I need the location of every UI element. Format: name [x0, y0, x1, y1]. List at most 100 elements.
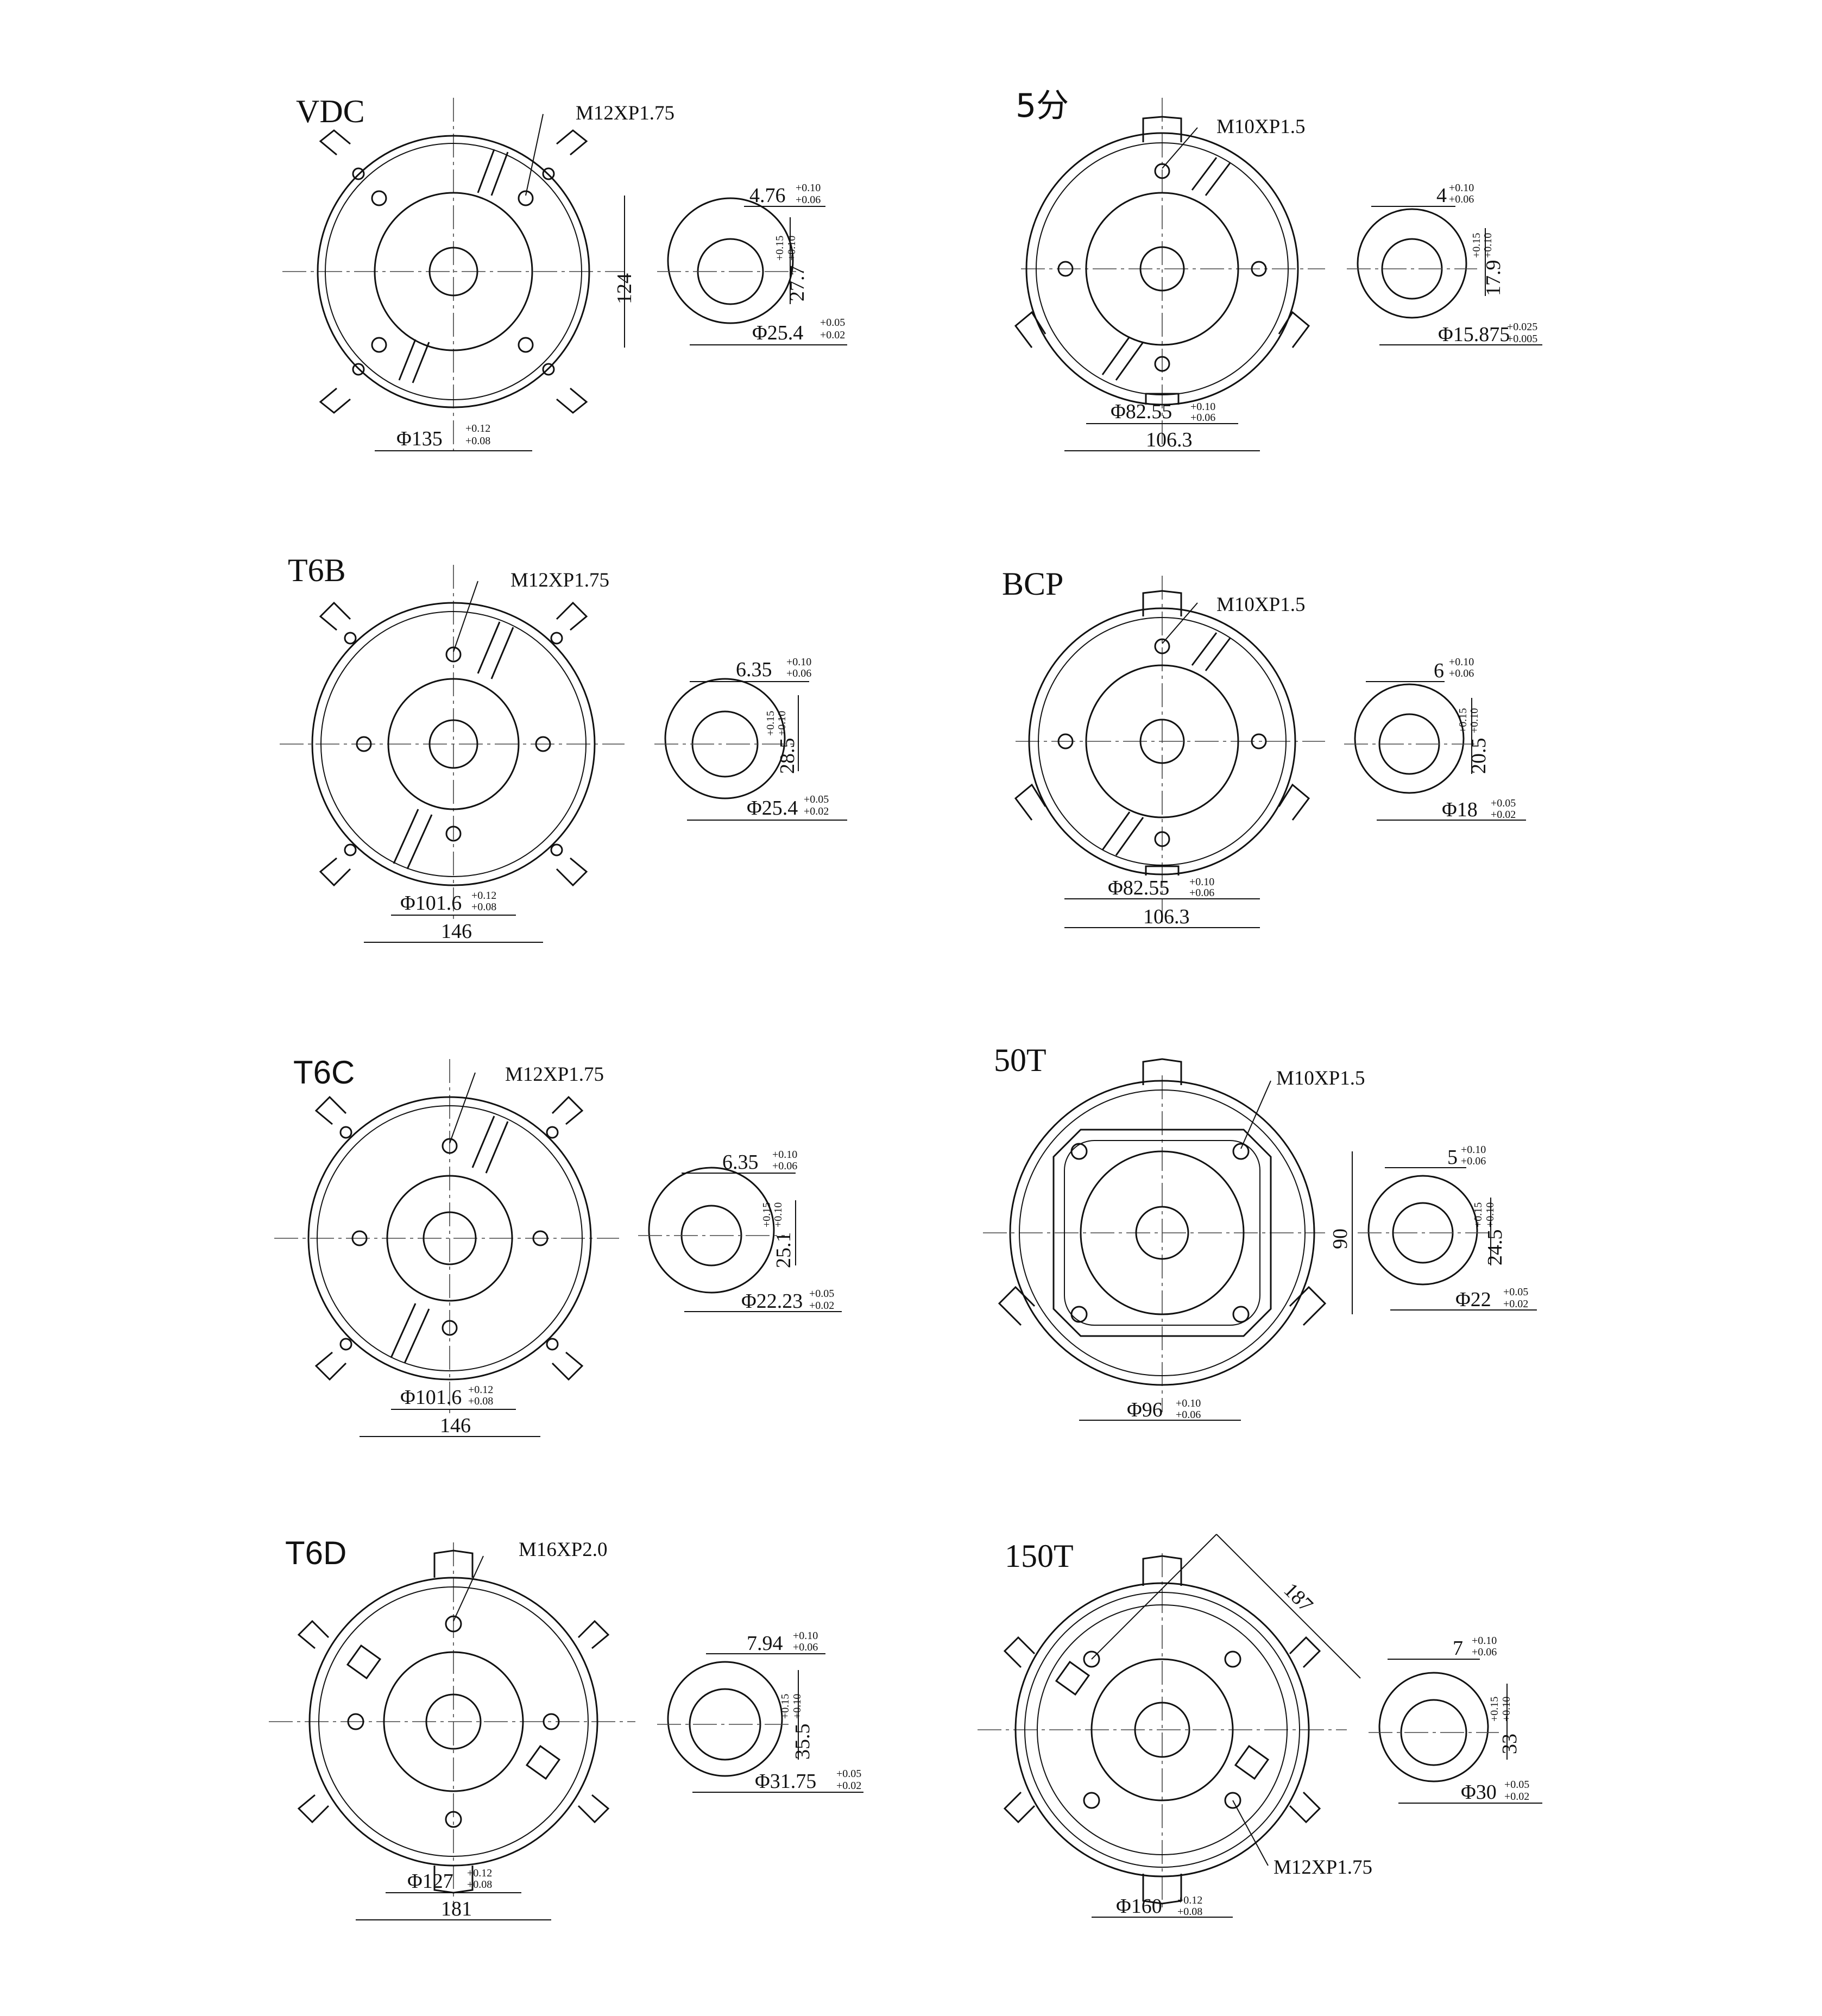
- 150t-key-view: [1369, 1672, 1499, 1782]
- t6d-pilot-tol-lower: +0.08: [467, 1879, 492, 1891]
- t6d-key-width: 7.94: [747, 1632, 783, 1655]
- t6b-key-height: 28.5: [776, 738, 799, 774]
- vdc-key-height-tol-lower: +0.10: [786, 236, 798, 261]
- flange-bcp: BCP M10XP1.5 Φ82.55 +0.10 +0.06 106.3 6 …: [1002, 566, 1526, 928]
- 5fen-flange-body: [1014, 98, 1325, 445]
- t6d-key-view: [657, 1661, 793, 1777]
- 5fen-shaft-tol-upper: +0.025: [1507, 321, 1537, 333]
- vdc-shaft-tol-lower: +0.02: [820, 329, 845, 341]
- t6c-shaft-tol-lower: +0.02: [809, 1300, 834, 1312]
- 50t-key-width-tol-upper: +0.10: [1461, 1144, 1486, 1156]
- 5fen-title: 5分: [1016, 87, 1069, 125]
- bcp-shaft-diameter: Φ18: [1442, 798, 1478, 821]
- t6d-key-height-tol-upper: +0.15: [779, 1694, 791, 1719]
- flange-t6b: T6B M12XP1.75 Φ101.6 +0.12 +0.08 146 6.3…: [280, 552, 847, 943]
- 150t-pilot-tol-lower: +0.08: [1177, 1906, 1202, 1918]
- 150t-key-height: 33: [1498, 1734, 1521, 1754]
- t6c-key-width-tol-upper: +0.10: [772, 1149, 797, 1161]
- t6c-shaft-diameter: Φ22.23: [741, 1290, 803, 1313]
- t6b-key-height-tol-upper: +0.15: [765, 711, 777, 736]
- bcp-pilot-tol-upper: +0.10: [1189, 876, 1214, 888]
- t6c-flange-body: [274, 1059, 619, 1418]
- t6c-pilot-tol-lower: +0.08: [468, 1395, 493, 1407]
- t6c-key-view: [638, 1167, 785, 1294]
- bcp-key-height-tol-lower: +0.10: [1468, 708, 1480, 733]
- 150t-thread-callout: M12XP1.75: [1273, 1856, 1372, 1879]
- bcp-pilot-tol-lower: +0.06: [1189, 887, 1214, 899]
- bcp-shaft-tol-lower: +0.02: [1491, 809, 1516, 821]
- vdc-key-width-tol-lower: +0.06: [796, 194, 821, 206]
- t6c-key-width: 6.35: [722, 1151, 759, 1174]
- 50t-shaft-tol-lower: +0.02: [1503, 1298, 1528, 1310]
- flange-50t: 50T M10XP1.5 Φ96 +0.10 +0.06 90 5 +0.10 …: [983, 1042, 1537, 1421]
- t6d-pilot-diameter: Φ127: [407, 1870, 453, 1893]
- bcp-key-width-tol-lower: +0.06: [1449, 667, 1474, 679]
- bcp-pilot-diameter: Φ82.55: [1108, 877, 1169, 899]
- t6d-key-width-tol-upper: +0.10: [793, 1630, 818, 1642]
- t6b-bolt-span: 146: [441, 920, 472, 943]
- 50t-key-width: 5: [1447, 1146, 1458, 1169]
- vdc-key-height: 27.7: [786, 266, 809, 302]
- bcp-key-width-tol-upper: +0.10: [1449, 656, 1474, 668]
- vdc-shaft-tol-upper: +0.05: [820, 317, 845, 329]
- 150t-slant-dimension: 187: [1279, 1579, 1317, 1617]
- bcp-thread-callout: M10XP1.5: [1216, 594, 1305, 616]
- bcp-key-view: [1344, 683, 1474, 794]
- 5fen-bolt-span: 106.3: [1146, 429, 1193, 451]
- bcp-shaft-tol-upper: +0.05: [1491, 797, 1516, 809]
- 5fen-pilot-tol-lower: +0.06: [1190, 412, 1215, 424]
- 5fen-pilot-diameter: Φ82.55: [1111, 400, 1172, 423]
- 5fen-key-width-tol-lower: +0.06: [1449, 193, 1474, 205]
- vdc-thread-callout: M12XP1.75: [576, 102, 674, 124]
- t6b-pilot-diameter: Φ101.6: [400, 892, 462, 915]
- 5fen-key-width-tol-upper: +0.10: [1449, 182, 1474, 194]
- t6b-pilot-tol-lower: +0.08: [471, 901, 496, 913]
- 5fen-key-height-tol-upper: +0.15: [1471, 233, 1483, 258]
- t6b-shaft-tol-lower: +0.02: [804, 805, 829, 817]
- t6b-key-width-tol-lower: +0.06: [786, 667, 811, 679]
- 5fen-key-height-tol-lower: +0.10: [1482, 233, 1494, 258]
- t6d-shaft-tol-lower: +0.02: [836, 1780, 861, 1792]
- 50t-shaft-tol-upper: +0.05: [1503, 1286, 1528, 1298]
- 150t-flange-body: [978, 1553, 1347, 1912]
- 5fen-pilot-tol-upper: +0.10: [1190, 401, 1215, 413]
- bcp-flange-body: [1014, 576, 1325, 923]
- vdc-pilot-tol-upper: +0.12: [465, 423, 490, 434]
- 5fen-shaft-tol-lower: +0.005: [1507, 333, 1537, 345]
- t6d-shaft-diameter: Φ31.75: [755, 1770, 816, 1793]
- t6d-key-width-tol-lower: +0.06: [793, 1641, 818, 1653]
- 50t-title: 50T: [994, 1042, 1046, 1078]
- 50t-square-dimension: 90: [1329, 1228, 1352, 1249]
- 150t-title: 150T: [1005, 1538, 1074, 1574]
- t6b-pilot-tol-upper: +0.12: [471, 890, 496, 902]
- t6d-key-height-tol-lower: +0.10: [791, 1694, 803, 1719]
- vdc-key-view: [657, 197, 804, 324]
- vdc-flange-body: [282, 98, 625, 451]
- flange-t6d: T6D M16XP2.0 Φ127 +0.12 +0.08 181 7.94 +…: [269, 1535, 863, 1920]
- 5fen-key-view: [1347, 208, 1477, 319]
- vdc-pilot-tol-lower: +0.08: [465, 435, 490, 447]
- 150t-key-width-tol-upper: +0.10: [1472, 1635, 1497, 1647]
- 50t-pilot-tol-upper: +0.10: [1176, 1397, 1201, 1409]
- 50t-thread-callout: M10XP1.5: [1276, 1067, 1365, 1089]
- t6d-flange-body: [269, 1542, 635, 1906]
- t6b-shaft-tol-upper: +0.05: [804, 793, 829, 805]
- bcp-key-height-tol-upper: +0.15: [1457, 708, 1469, 733]
- vdc-pilot-diameter: Φ135: [396, 427, 443, 450]
- vdc-key-width: 4.76: [749, 184, 786, 207]
- 150t-shaft-tol-lower: +0.02: [1504, 1791, 1529, 1803]
- bcp-dimension-lines: [1064, 602, 1526, 928]
- t6c-title: T6C: [293, 1054, 355, 1091]
- t6c-shaft-tol-upper: +0.05: [809, 1288, 834, 1300]
- t6d-shaft-tol-upper: +0.05: [836, 1768, 861, 1780]
- 150t-key-height-tol-lower: +0.10: [1501, 1697, 1512, 1722]
- 50t-dimension-lines: [1079, 1080, 1537, 1421]
- t6b-shaft-diameter: Φ25.4: [747, 797, 798, 820]
- t6d-dimension-lines: [356, 1555, 863, 1920]
- vdc-key-width-tol-upper: +0.10: [796, 182, 821, 194]
- 150t-shaft-tol-upper: +0.05: [1504, 1779, 1529, 1791]
- 50t-key-height-tol-upper: +0.15: [1472, 1202, 1484, 1227]
- flange-5fen: 5分 M10XP1.5 Φ82.55 +0.10 +0.06 106.3 4 +…: [1014, 87, 1542, 451]
- t6c-key-height-tol-lower: +0.10: [772, 1202, 784, 1227]
